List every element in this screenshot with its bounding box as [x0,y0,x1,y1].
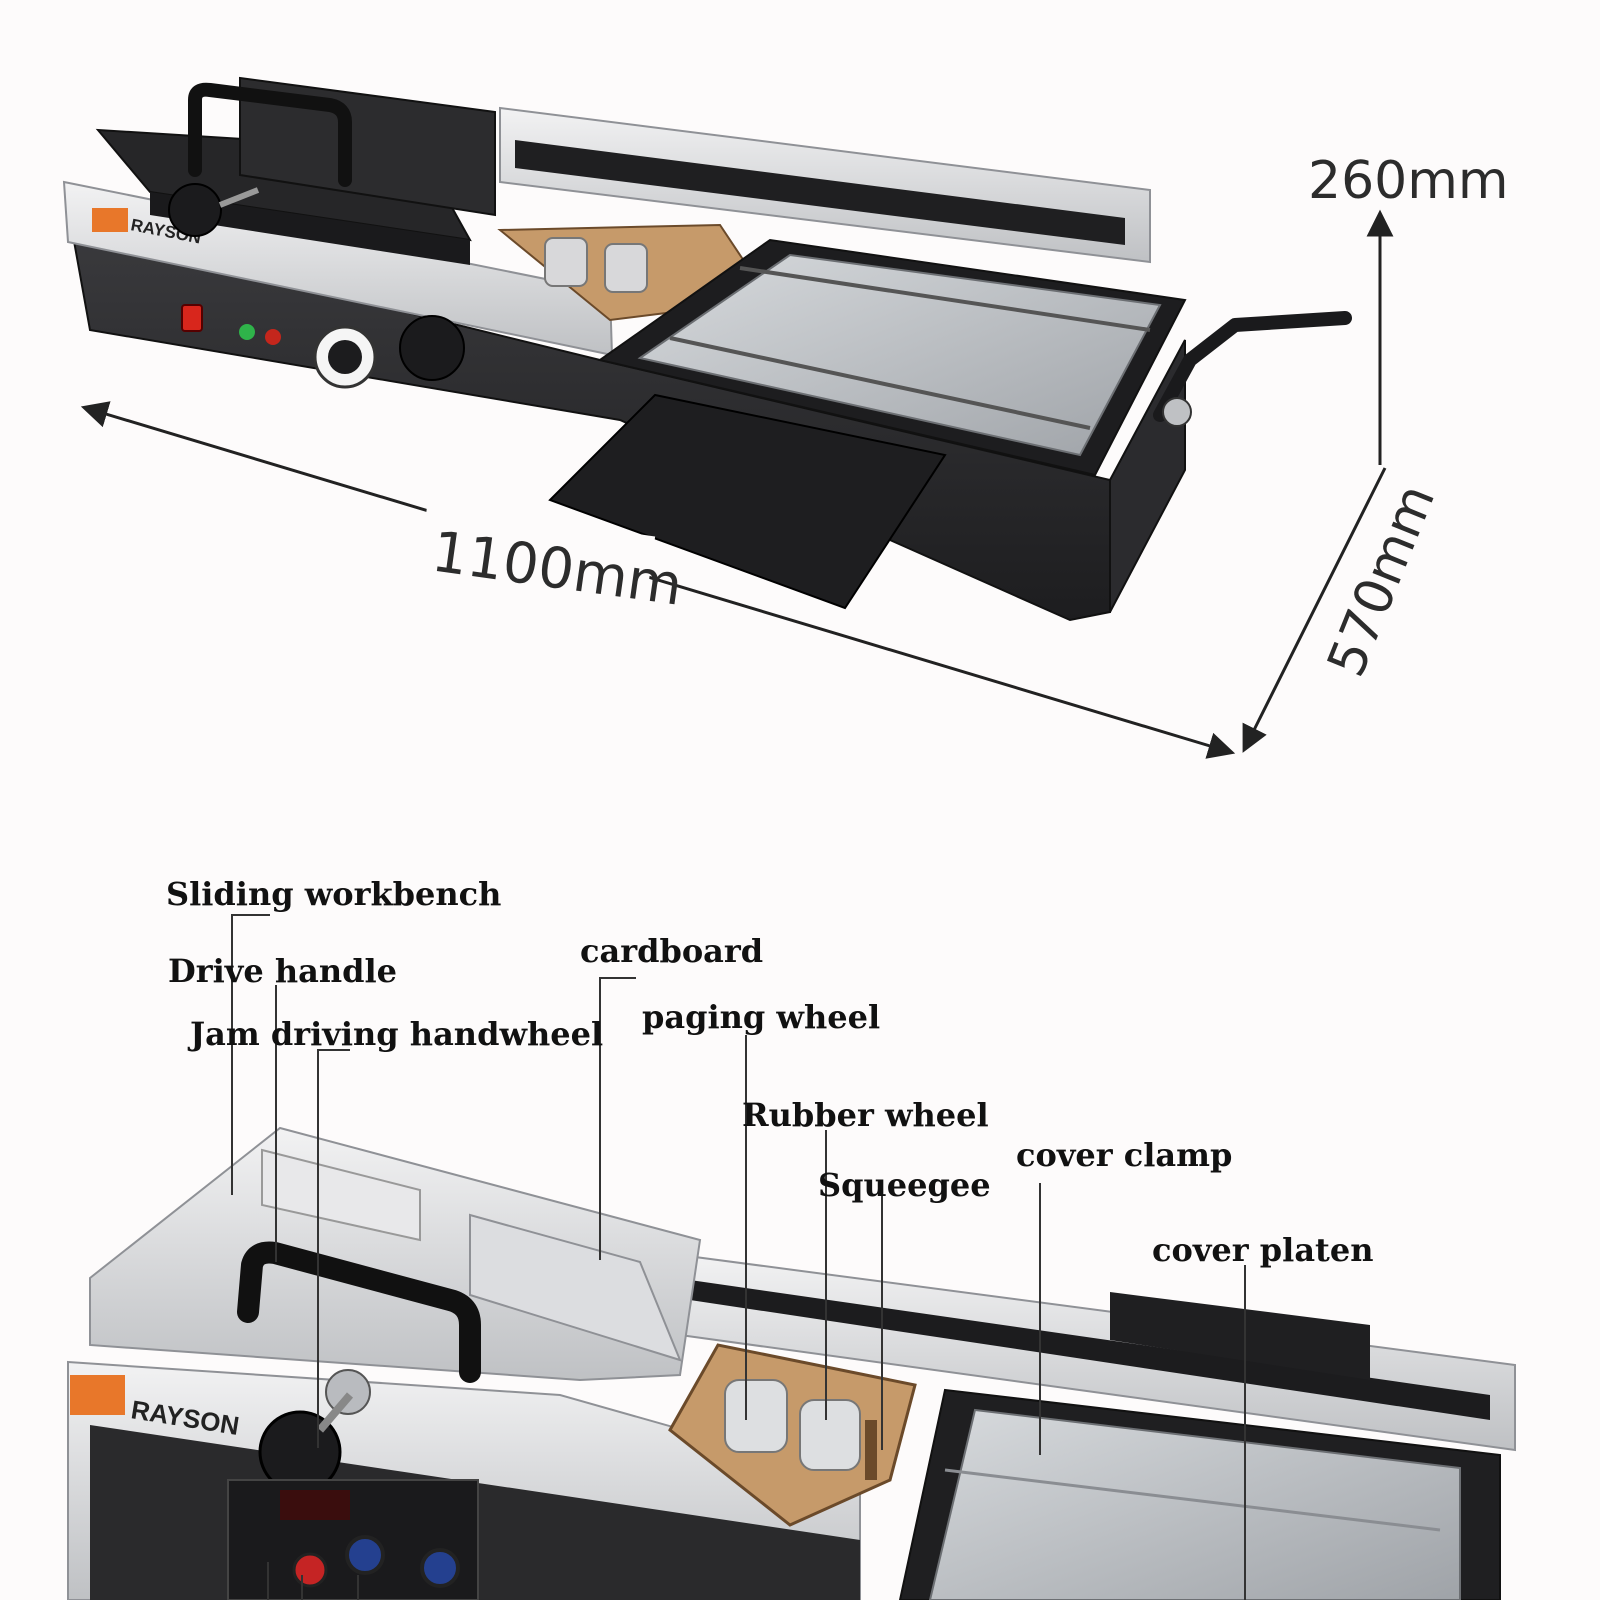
control-knob-3-icon [420,1548,460,1588]
depth-label: 570mm [1316,476,1447,684]
cover-clamp-plate [928,1408,1461,1600]
leader-sliding-workbench [231,914,270,1195]
length-arrow [80,401,1236,759]
label-rubber-wheel: Rubber wheel [742,1096,989,1134]
label-sliding-workbench: Sliding workbench [166,875,501,913]
label-jam-driving-handwheel: Jam driving handwheel [187,1015,603,1053]
rubber-wheel-closeup [799,1399,861,1471]
label-squeegee: Squeegee [818,1166,991,1204]
cardboard-guide [469,1213,682,1362]
control-knob-1-icon [292,1552,328,1588]
speed-knob-icon [399,315,465,381]
crank-handle-icon [1153,311,1352,422]
depth-arrow [1242,467,1387,753]
leader-cardboard [599,977,636,1260]
left-backplate [239,76,496,217]
handwheel-knob [168,183,222,237]
drive-handle-icon [237,1241,481,1383]
label-cover-clamp: cover clamp [1016,1136,1232,1174]
label-drive-handle: Drive handle [168,952,397,990]
indicator-green-icon [239,324,255,340]
temperature-dial-knob [328,340,362,374]
machine-closeup: RAYSON Sliding workbench [67,875,1516,1600]
cover-tray-rail-1 [739,266,1151,332]
paging-wheel-closeup [724,1379,788,1453]
paging-wheel-top [544,237,588,287]
indicator-red-icon [265,329,281,345]
height-label: 260mm [1308,151,1509,211]
label-paging-wheel: paging wheel [642,998,880,1036]
crank-hub [1162,397,1192,427]
leader-jam-handwheel [317,1049,350,1448]
left-clamp-box-front [150,192,470,265]
workbench-left-plate [261,1148,421,1242]
rear-black-bar [690,1280,1490,1420]
brand-logo-badge [92,208,128,232]
rubber-wheel-top [604,243,648,293]
squeegee-closeup [865,1420,877,1480]
label-cardboard: cardboard [580,932,763,970]
rear-cover-plate [1110,1292,1370,1380]
temperature-display [280,1490,350,1520]
cover-tray-divider [944,1468,1441,1532]
jam-handwheel-shaft [316,1392,354,1433]
clamp-handle [188,82,352,187]
label-cover-platen: cover platen [1152,1231,1373,1269]
handwheel-shaft [218,187,260,208]
back-rail-slot [515,140,1125,245]
machine-overview: RAYSON 260mm 1100mm 570mm [62,76,1509,759]
brand-logo-badge-closeup [70,1375,125,1415]
length-label-bg [414,504,656,626]
jam-handwheel-hub [325,1369,371,1415]
power-switch-icon [181,304,203,332]
control-knob-2-icon [345,1535,385,1575]
